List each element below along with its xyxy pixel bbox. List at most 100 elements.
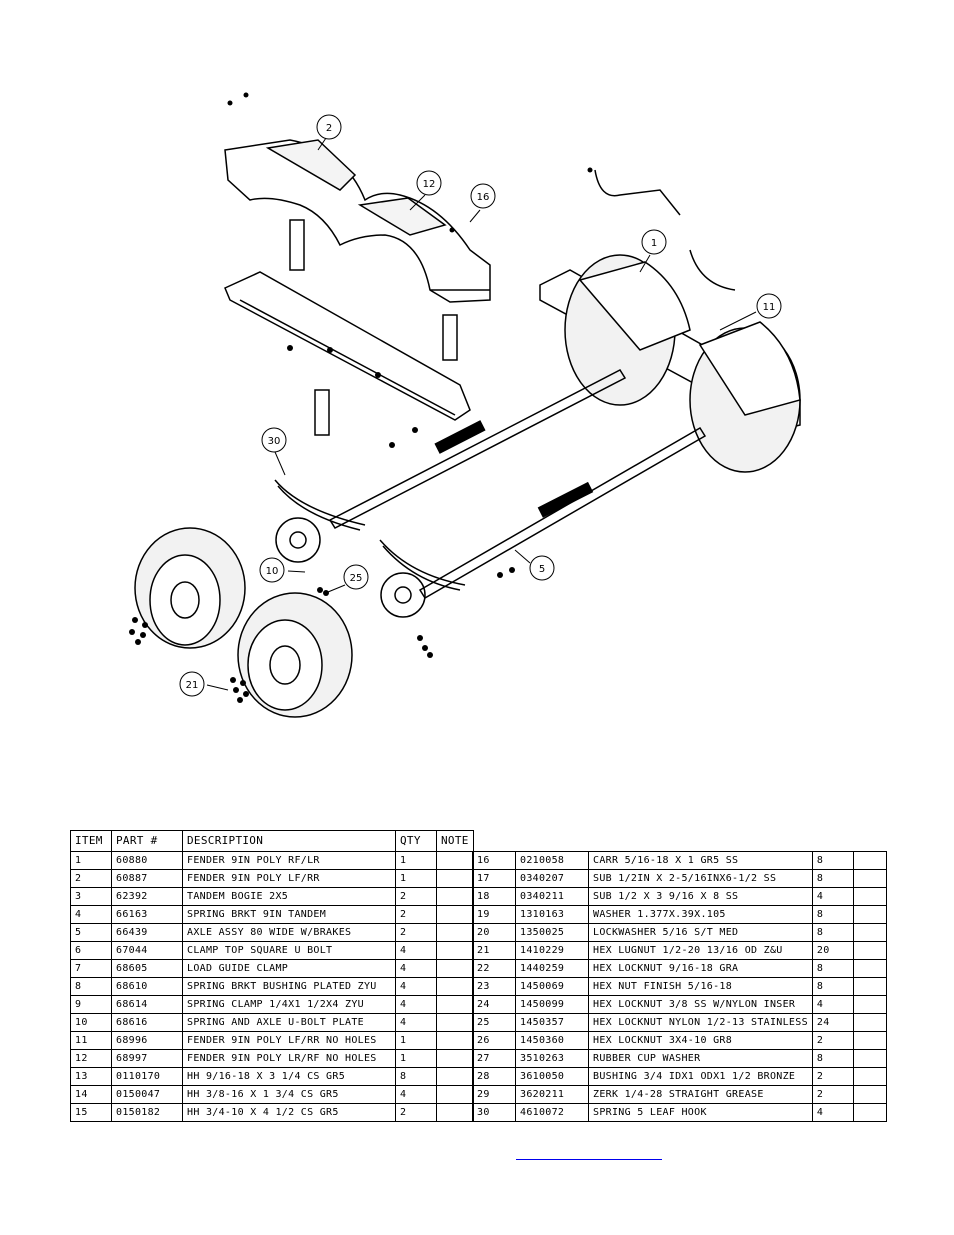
callout-16: 16 <box>477 192 490 203</box>
cell-note <box>436 1085 474 1104</box>
cell-qty: 2 <box>395 923 437 942</box>
cell-description: HEX LUGNUT 1/2-20 13/16 OD Z&U <box>588 941 813 960</box>
cell-description: SPRING BRKT BUSHING PLATED ZYU <box>182 977 396 996</box>
cell-description: HEX LOCKNUT 3X4-10 GR8 <box>588 1031 813 1050</box>
cell-description: HH 3/4-10 X 4 1/2 CS GR5 <box>182 1103 396 1122</box>
cell-item: 12 <box>70 1049 112 1068</box>
cell-note <box>852 1013 887 1032</box>
cell-item: 11 <box>70 1031 112 1050</box>
cell-item: 15 <box>70 1103 112 1122</box>
cell-qty: 1 <box>395 869 437 888</box>
hubs <box>275 517 426 618</box>
cell-item: 4 <box>70 905 112 924</box>
header-part: PART # <box>111 830 183 852</box>
cell-part: 1410229 <box>515 941 589 960</box>
callout-5: 5 <box>539 564 545 575</box>
cell-qty: 8 <box>811 923 854 942</box>
cell-item: 23 <box>472 977 516 996</box>
hardware <box>129 92 593 703</box>
cell-note <box>852 1031 887 1050</box>
callout-11: 11 <box>763 302 776 313</box>
cell-note <box>436 959 474 978</box>
cell-item: 2 <box>70 869 112 888</box>
cell-item: 24 <box>472 995 516 1014</box>
cell-qty: 8 <box>811 905 854 924</box>
cell-item: 6 <box>70 941 112 960</box>
cell-qty: 4 <box>395 1013 437 1032</box>
cell-part: 60880 <box>111 851 183 870</box>
callout-2: 2 <box>326 123 332 134</box>
cell-part: 3620211 <box>515 1085 589 1104</box>
cell-description: LOCKWASHER 5/16 S/T MED <box>588 923 813 942</box>
cell-item: 27 <box>472 1049 516 1068</box>
cell-qty: 2 <box>811 1085 854 1104</box>
cell-description: ZERK 1/4-28 STRAIGHT GREASE <box>588 1085 813 1104</box>
cell-part: 4610072 <box>515 1103 589 1122</box>
cell-part: 68614 <box>111 995 183 1014</box>
cell-item: 5 <box>70 923 112 942</box>
cell-item: 25 <box>472 1013 516 1032</box>
table-header-row: ITEM PART # DESCRIPTION QTY NOTE <box>70 830 474 852</box>
cell-description: LOAD GUIDE CLAMP <box>182 959 396 978</box>
cell-qty: 8 <box>811 1049 854 1068</box>
cell-item: 13 <box>70 1067 112 1086</box>
cell-note <box>436 1013 474 1032</box>
cell-description: CLAMP TOP SQUARE U BOLT <box>182 941 396 960</box>
cell-description: AXLE ASSY 80 WIDE W/BRAKES <box>182 923 396 942</box>
cell-qty: 4 <box>395 1085 437 1104</box>
cell-note <box>852 1067 887 1086</box>
cell-note <box>436 869 474 888</box>
header-description: DESCRIPTION <box>182 830 396 852</box>
cell-qty: 24 <box>811 1013 854 1032</box>
cell-item: 17 <box>472 869 516 888</box>
front-frame-rail <box>224 219 471 436</box>
callout-25: 25 <box>350 573 363 584</box>
cell-part: 0150047 <box>111 1085 183 1104</box>
cell-qty: 1 <box>395 1031 437 1050</box>
front-wheels <box>134 527 353 718</box>
axles <box>328 369 707 600</box>
cell-part: 1450360 <box>515 1031 589 1050</box>
footer-link[interactable] <box>516 1150 662 1160</box>
callout-10: 10 <box>266 566 279 577</box>
cell-qty: 2 <box>811 1067 854 1086</box>
cell-description: FENDER 9IN POLY LF/RR <box>182 869 396 888</box>
cell-note <box>436 923 474 942</box>
cell-part: 62392 <box>111 887 183 906</box>
cell-note <box>436 905 474 924</box>
cell-part: 68605 <box>111 959 183 978</box>
cell-part: 68610 <box>111 977 183 996</box>
cell-description: HH 9/16-18 X 3 1/4 CS GR5 <box>182 1067 396 1086</box>
cell-description: WASHER 1.377X.39X.105 <box>588 905 813 924</box>
cell-description: FENDER 9IN POLY RF/LR <box>182 851 396 870</box>
cell-description: TANDEM BOGIE 2X5 <box>182 887 396 906</box>
cell-note <box>436 977 474 996</box>
cell-item: 26 <box>472 1031 516 1050</box>
cell-qty: 8 <box>395 1067 437 1086</box>
cell-item: 8 <box>70 977 112 996</box>
cell-part: 68997 <box>111 1049 183 1068</box>
cell-part: 1450069 <box>515 977 589 996</box>
cell-note <box>852 869 887 888</box>
cell-description: BUSHING 3/4 IDX1 ODX1 1/2 BRONZE <box>588 1067 813 1086</box>
cell-part: 1440259 <box>515 959 589 978</box>
cell-item: 10 <box>70 1013 112 1032</box>
cell-item: 3 <box>70 887 112 906</box>
cell-qty: 4 <box>811 887 854 906</box>
cell-note <box>436 1103 474 1122</box>
